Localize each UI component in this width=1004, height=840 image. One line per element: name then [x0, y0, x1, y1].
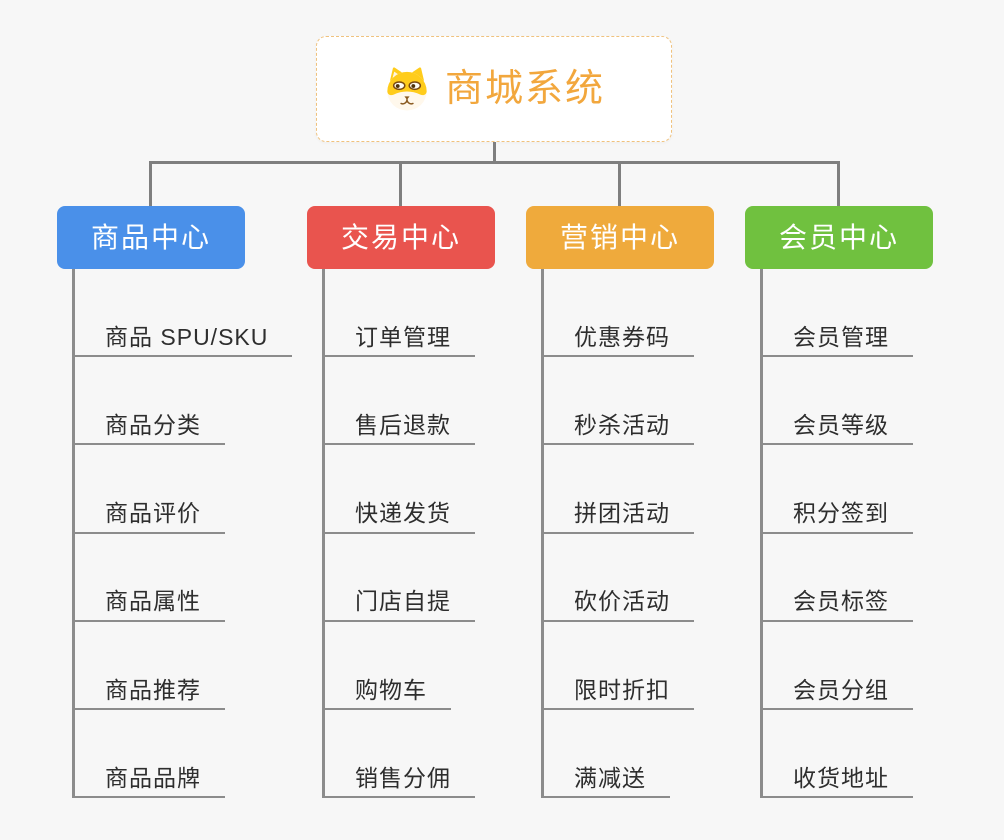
child-label: 商品推荐: [105, 676, 201, 703]
child-label: 购物车: [355, 676, 427, 703]
child-node[interactable]: 会员等级: [763, 357, 913, 446]
child-label: 销售分佣: [355, 764, 451, 791]
branch-label: 会员中心: [778, 221, 899, 253]
branch: 商品中心 商品 SPU/SKU 商品分类 商品评价 商品属性 商品推荐 商品品牌: [57, 206, 293, 799]
child-label: 商品属性: [105, 588, 201, 615]
branch-children: 订单管理 售后退款 快递发货 门店自提 购物车 销售分佣: [322, 269, 495, 799]
connector-drop: [149, 161, 152, 207]
child-label: 门店自提: [355, 588, 451, 615]
child-label: 会员分组: [793, 676, 889, 703]
child-label: 订单管理: [355, 323, 451, 350]
branch-node[interactable]: 营销中心: [526, 206, 714, 269]
branch: 会员中心 会员管理 会员等级 积分签到 会员标签 会员分组 收货地址: [745, 206, 933, 799]
child-node[interactable]: 购物车: [325, 622, 451, 710]
branch-children: 会员管理 会员等级 积分签到 会员标签 会员分组 收货地址: [760, 269, 933, 799]
child-label: 满减送: [574, 764, 646, 791]
child-label: 收货地址: [793, 764, 889, 791]
child-node[interactable]: 订单管理: [325, 269, 475, 358]
connector-horizontal: [149, 161, 840, 164]
child-node[interactable]: 商品推荐: [75, 622, 225, 710]
child-node[interactable]: 限时折扣: [544, 622, 694, 710]
child-node[interactable]: 优惠券码: [544, 269, 694, 358]
branch-node[interactable]: 会员中心: [745, 206, 933, 269]
shiba-dog-icon: [383, 66, 431, 112]
connector-drop: [618, 161, 621, 207]
connector-drop: [399, 161, 402, 207]
child-node[interactable]: 会员管理: [763, 269, 913, 358]
child-label: 会员管理: [793, 323, 889, 350]
child-node[interactable]: 商品属性: [75, 534, 225, 622]
child-node[interactable]: 收货地址: [763, 710, 913, 799]
child-node[interactable]: 积分签到: [763, 445, 913, 534]
root-node[interactable]: 商城系统: [316, 36, 672, 142]
child-label: 商品 SPU/SKU: [105, 323, 269, 350]
child-node[interactable]: 秒杀活动: [544, 357, 694, 446]
child-node[interactable]: 会员分组: [763, 622, 913, 710]
child-label: 快递发货: [355, 500, 451, 527]
branch-children: 优惠券码 秒杀活动 拼团活动 砍价活动 限时折扣 满减送: [541, 269, 714, 799]
child-label: 限时折扣: [574, 676, 670, 703]
child-label: 会员标签: [793, 588, 889, 615]
child-node[interactable]: 快递发货: [325, 445, 475, 534]
child-node[interactable]: 砍价活动: [544, 534, 694, 622]
child-label: 商品品牌: [105, 764, 201, 791]
branch: 交易中心 订单管理 售后退款 快递发货 门店自提 购物车 销售分佣: [307, 206, 495, 799]
child-label: 积分签到: [793, 500, 889, 527]
child-node[interactable]: 满减送: [544, 710, 670, 799]
child-label: 秒杀活动: [574, 411, 670, 438]
child-node[interactable]: 售后退款: [325, 357, 475, 446]
branch-label: 商品中心: [90, 221, 211, 253]
child-label: 商品评价: [105, 500, 201, 527]
connector-root-stem: [493, 142, 496, 163]
branch-label: 营销中心: [559, 221, 680, 253]
child-label: 拼团活动: [574, 500, 670, 527]
child-node[interactable]: 商品分类: [75, 357, 225, 446]
child-node[interactable]: 会员标签: [763, 534, 913, 622]
child-node[interactable]: 销售分佣: [325, 710, 475, 799]
branch-label: 交易中心: [340, 221, 461, 253]
child-node[interactable]: 拼团活动: [544, 445, 694, 534]
child-node[interactable]: 商品品牌: [75, 710, 225, 799]
branch: 营销中心 优惠券码 秒杀活动 拼团活动 砍价活动 限时折扣 满减送: [526, 206, 714, 799]
child-label: 会员等级: [793, 411, 889, 438]
child-label: 砍价活动: [574, 588, 670, 615]
child-label: 售后退款: [355, 411, 451, 438]
branch-node[interactable]: 交易中心: [307, 206, 495, 269]
branch-node[interactable]: 商品中心: [57, 206, 245, 269]
child-label: 商品分类: [105, 411, 201, 438]
child-node[interactable]: 商品评价: [75, 445, 225, 534]
child-node[interactable]: 门店自提: [325, 534, 475, 622]
root-title: 商城系统: [444, 68, 605, 110]
child-label: 优惠券码: [574, 323, 670, 350]
branch-children: 商品 SPU/SKU 商品分类 商品评价 商品属性 商品推荐 商品品牌: [72, 269, 293, 799]
connector-drop: [837, 161, 840, 207]
child-node[interactable]: 商品 SPU/SKU: [75, 269, 293, 358]
